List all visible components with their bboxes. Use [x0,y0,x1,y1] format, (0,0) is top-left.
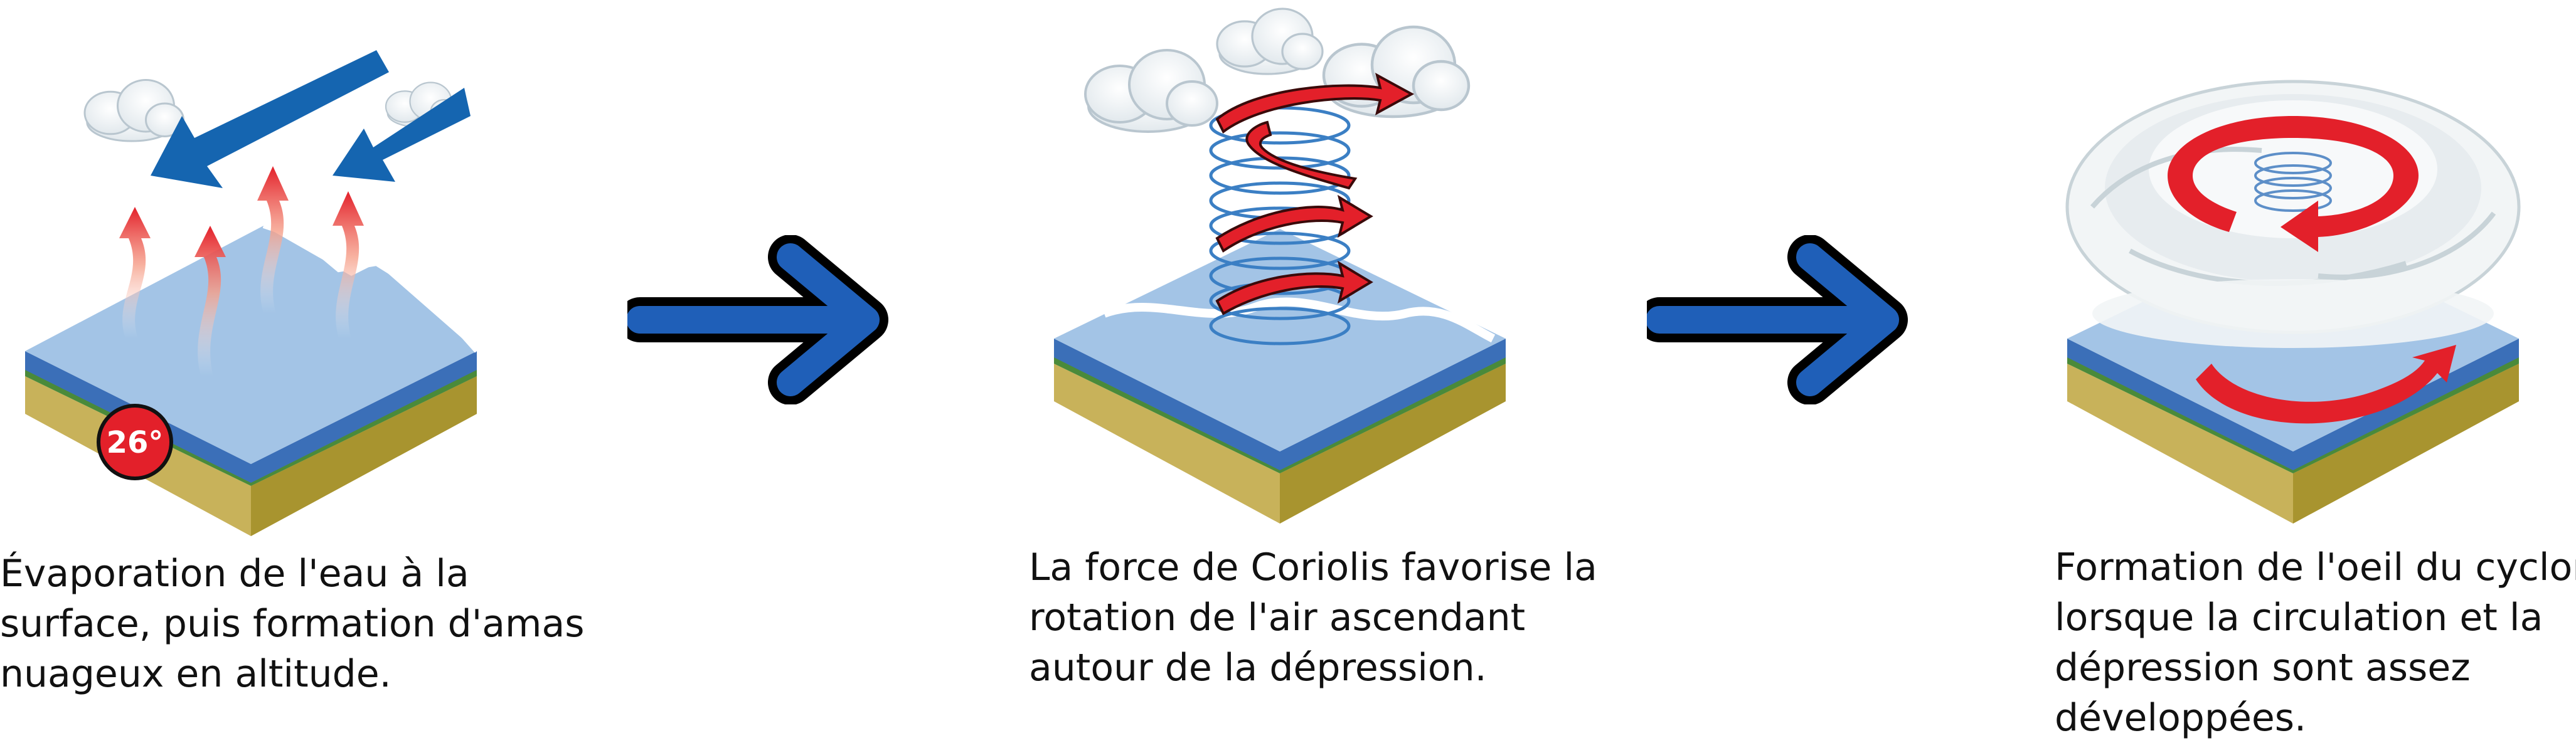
cloud-icon [83,79,184,142]
rising-heat-arrows [119,166,364,376]
caption-line: surface, puis formation d'amas [0,602,585,646]
caption-line: développées. [2055,696,2307,740]
cyclone-eye-column [2254,152,2332,212]
caption-line: autour de la dépression. [1029,646,1487,690]
temperature-label: 26° [107,425,164,460]
step-1-evaporation: 26° Évaporation de l'eau à la surface, p… [0,0,585,737]
step-2-coriolis: La force de Coriolis favorise la rotatio… [1029,0,1597,737]
coriolis-scene [1054,8,1506,524]
caption-line: La force de Coriolis favorise la [1029,545,1597,589]
rotation-arrow-lower [2196,345,2456,424]
cloud-icon [1084,49,1218,133]
step-3-cyclone-eye: Formation de l'oeil du cyclone lorsque l… [2055,0,2576,740]
rotation-arrow-upper [2168,116,2419,252]
caption-line: nuageux en altitude. [0,652,391,696]
cloud-icon [1216,8,1324,75]
step-3-caption: Formation de l'oeil du cyclone lorsque l… [2055,542,2576,743]
evaporation-scene: 26° [25,50,479,536]
next-step-arrow-icon [627,235,888,404]
step-2-caption: La force de Coriolis favorise la rotatio… [1029,542,1597,693]
caption-line: dépression sont assez [2055,646,2471,690]
caption-line: rotation de l'air ascendant [1029,596,1526,640]
coriolis-spiral-arrows [1215,73,1415,315]
caption-line: Évaporation de l'eau à la [0,552,469,596]
next-step-arrow-icon [1647,235,1908,404]
caption-line: Formation de l'oeil du cyclone [2055,545,2576,589]
caption-line: lorsque la circulation et la [2055,596,2543,640]
cyclone-eye-scene [2065,80,2521,524]
temperature-badge: 26° [97,404,173,480]
wind-arrows [151,50,471,188]
water-surface [1054,229,1506,451]
step-1-caption: Évaporation de l'eau à la surface, puis … [0,549,585,699]
